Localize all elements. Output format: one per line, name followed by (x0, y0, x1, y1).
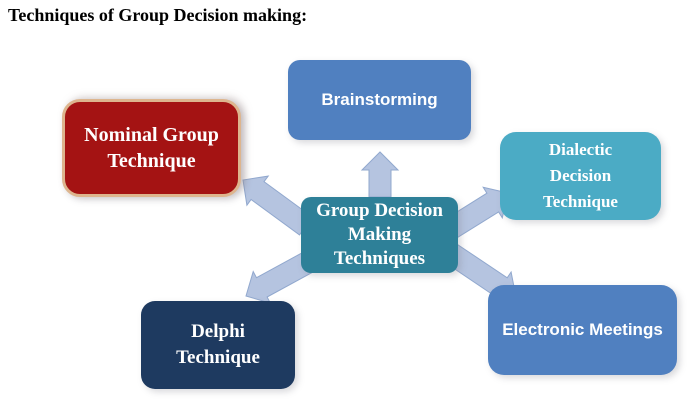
node-nominal-group-technique: Nominal Group Technique (62, 99, 241, 197)
node-label: Delphi Technique (176, 321, 260, 368)
arrow-to-delphi (245, 249, 318, 305)
node-label: Electronic Meetings (502, 320, 663, 339)
node-label: Group Decision Making Techniques (316, 200, 443, 269)
node-electronic-meetings: Electronic Meetings (488, 285, 677, 375)
arrow-to-nominal (242, 175, 314, 236)
node-label: Nominal Group Technique (84, 124, 219, 172)
node-dialectic-decision-technique: Dialectic Decision Technique (500, 132, 661, 220)
node-delphi-technique: Delphi Technique (141, 301, 295, 389)
page-title: Techniques of Group Decision making: (8, 5, 308, 25)
node-brainstorming: Brainstorming (288, 60, 471, 140)
node-group-decision-making-techniques: Group Decision Making Techniques (301, 197, 458, 273)
node-label: Brainstorming (321, 90, 438, 109)
arrow-to-brainstorming (360, 151, 400, 198)
node-label: Dialectic Decision Technique (543, 140, 618, 211)
